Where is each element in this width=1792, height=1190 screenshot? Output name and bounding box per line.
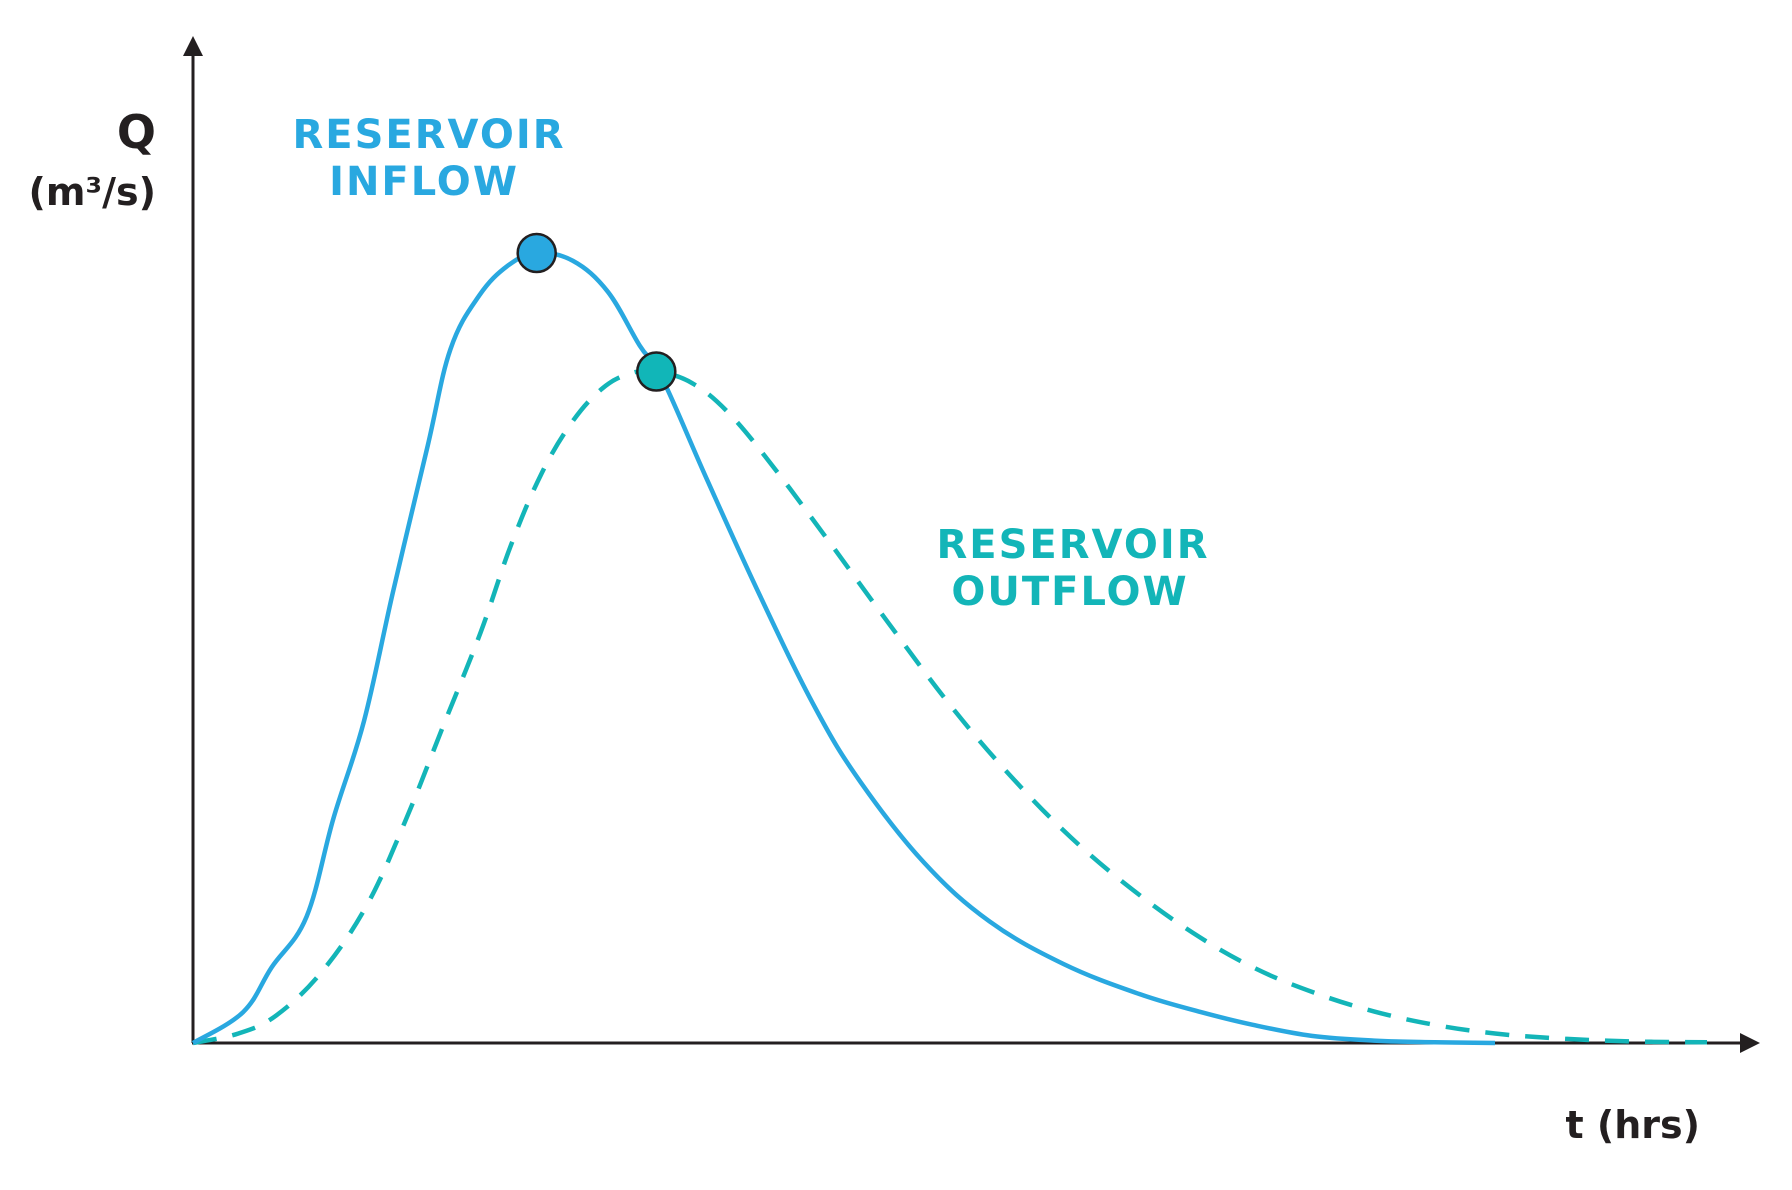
outflow-label-line2: OUTFLOW [951, 569, 1188, 615]
outflow-series-line [192, 368, 1708, 1046]
series-layer [191, 250, 1708, 1046]
outflow-peak-marker [636, 351, 677, 392]
inflow-label-line2: INFLOW [329, 159, 519, 205]
y-axis-label: Q [117, 105, 156, 159]
inflow-label-line1: RESERVOIR [293, 112, 566, 158]
outflow-label-line1: RESERVOIR [937, 522, 1210, 568]
inflow-series-line [191, 250, 1496, 1046]
y-axis-unit: (m³/s) [29, 170, 156, 214]
y-axis-arrowhead [183, 36, 203, 56]
peak-markers [516, 232, 677, 392]
inflow-peak-marker [516, 232, 557, 274]
x-axis-label: t (hrs) [1565, 1103, 1700, 1147]
x-axis-arrowhead [1740, 1033, 1760, 1053]
labels: Q (m³/s) t (hrs) RESERVOIR INFLOW RESERV… [29, 105, 1700, 1147]
